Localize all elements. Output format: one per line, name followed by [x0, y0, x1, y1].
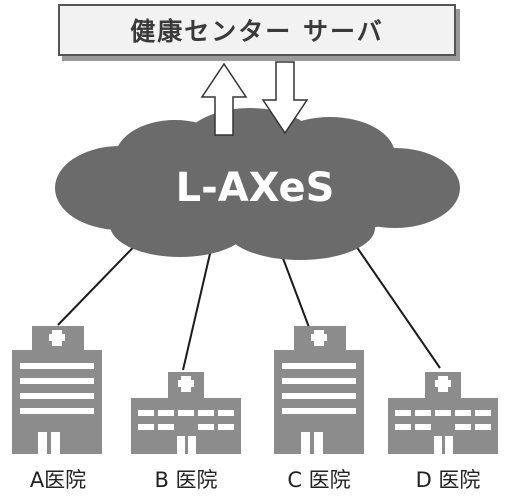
hospital-a-building-icon — [12, 326, 102, 454]
connection-line-d — [344, 229, 441, 369]
connection-line-b — [182, 244, 213, 371]
download-arrow-icon — [261, 61, 309, 135]
upload-arrow-icon — [200, 62, 248, 136]
hospital-d-label: D 医院 — [415, 468, 481, 492]
hospital-b-building-icon — [131, 372, 241, 454]
server-label: 健康センター サーバ — [130, 17, 384, 46]
hospital-a-label: A医院 — [29, 468, 87, 492]
hospital-d-building-icon — [388, 372, 498, 454]
network-label: L-AXeS — [175, 165, 335, 211]
hospital-b-label: B 医院 — [154, 468, 218, 492]
health-center-server-box: 健康センター サーバ — [58, 4, 456, 56]
hospital-c-building-icon — [274, 326, 364, 454]
hospital-c-label: C 医院 — [287, 468, 351, 492]
